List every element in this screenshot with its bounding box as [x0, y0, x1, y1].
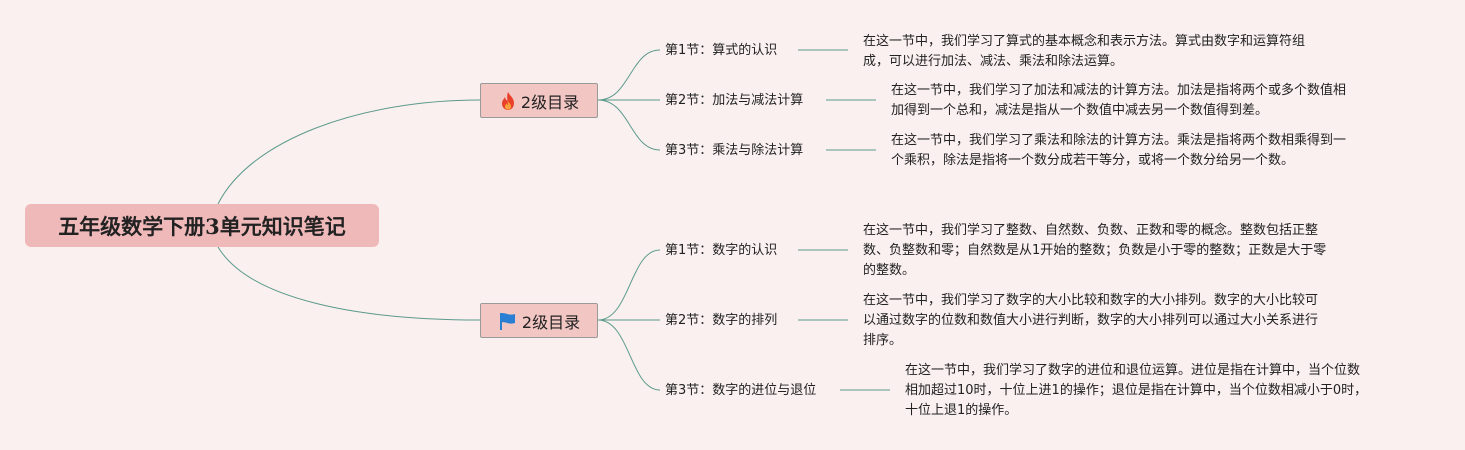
section-desc-1-3[interactable]: 在这一节中，我们学习了乘法和除法的计算方法。乘法是指将两个数相乘得到一 个乘积，… [891, 131, 1346, 171]
root-topic-label: 五年级数学下册3单元知识笔记 [58, 213, 346, 239]
section-title-1-1[interactable]: 第1节：算式的认识 [665, 43, 778, 58]
desc-line: 在这一节中，我们学习了整数、自然数、负数、正数和零的概念。整数包括正整 [863, 223, 1319, 238]
desc-line: 十位上退1的操作。 [905, 403, 1018, 418]
branch-2-to-section-1-line [597, 249, 661, 321]
desc-line: 相加超过10时，十位上进1的操作；退位是指在计算中，当个位数相减小于0时， [905, 383, 1368, 398]
section-title-2-2[interactable]: 第2节：数字的排列 [665, 313, 778, 328]
branch-node-2[interactable]: 2级目录 [480, 303, 598, 338]
section-desc-2-3[interactable]: 在这一节中，我们学习了数字的进位和退位运算。进位是指在计算中，当个位数 相加超过… [905, 361, 1367, 421]
desc-line: 个乘积，除法是指将一个数分成若干等分，或将一个数分给另一个数。 [891, 153, 1295, 168]
section-desc-1-1[interactable]: 在这一节中，我们学习了算式的基本概念和表示方法。算式由数字和运算符组 成，可以进… [863, 32, 1305, 72]
desc-line: 在这一节中，我们学习了加法和减法的计算方法。加法是指将两个或多个数值相 [891, 83, 1347, 98]
branch-node-label: 2级目录 [520, 92, 580, 112]
root-topic[interactable]: 五年级数学下册3单元知识笔记 [25, 204, 379, 247]
root-to-branch-2-line [217, 246, 481, 321]
section-desc-1-2[interactable]: 在这一节中，我们学习了加法和减法的计算方法。加法是指将两个或多个数值相 加得到一… [891, 81, 1346, 121]
desc-line: 成，可以进行加法、减法、乘法和除法运算。 [863, 54, 1124, 69]
flag-icon [498, 311, 518, 331]
desc-line: 的整数。 [863, 263, 916, 278]
fire-icon [499, 91, 517, 111]
section-desc-2-1[interactable]: 在这一节中，我们学习了整数、自然数、负数、正数和零的概念。整数包括正整 数、负整… [863, 221, 1326, 281]
desc-line: 数、负整数和零；自然数是从1开始的整数；负数是小于零的整数；正数是大于零 [863, 243, 1327, 258]
desc-line: 在这一节中，我们学习了乘法和除法的计算方法。乘法是指将两个数相乘得到一 [891, 133, 1347, 148]
section-title-2-1[interactable]: 第1节：数字的认识 [665, 243, 778, 258]
section-desc-2-2[interactable]: 在这一节中，我们学习了数字的大小比较和数字的大小排列。数字的大小比较可 以通过数… [863, 291, 1318, 351]
branch-1-to-section-1-line [597, 49, 661, 101]
section-title-1-3[interactable]: 第3节：乘法与除法计算 [665, 143, 804, 158]
desc-line: 在这一节中，我们学习了数字的大小比较和数字的大小排列。数字的大小比较可 [863, 293, 1319, 308]
desc-line: 在这一节中，我们学习了数字的进位和退位运算。进位是指在计算中，当个位数 [905, 363, 1361, 378]
desc-line: 加得到一个总和，减法是指从一个数值中减去另一个数值得到差。 [891, 103, 1269, 118]
desc-line: 排序。 [863, 333, 903, 348]
branch-1-to-section-3-line [597, 99, 661, 151]
section-title-2-3[interactable]: 第3节：数字的进位与退位 [665, 383, 817, 398]
branch-2-to-section-3-line [597, 319, 661, 391]
branch-node-1[interactable]: 2级目录 [480, 83, 598, 118]
desc-line: 在这一节中，我们学习了算式的基本概念和表示方法。算式由数字和运算符组 [863, 34, 1306, 49]
desc-line: 以通过数字的位数和数值大小进行判断，数字的大小排列可以通过大小关系进行 [863, 313, 1319, 328]
branch-node-label: 2级目录 [521, 312, 581, 332]
root-to-branch-1-line [217, 99, 481, 205]
section-title-1-2[interactable]: 第2节：加法与减法计算 [665, 93, 804, 108]
